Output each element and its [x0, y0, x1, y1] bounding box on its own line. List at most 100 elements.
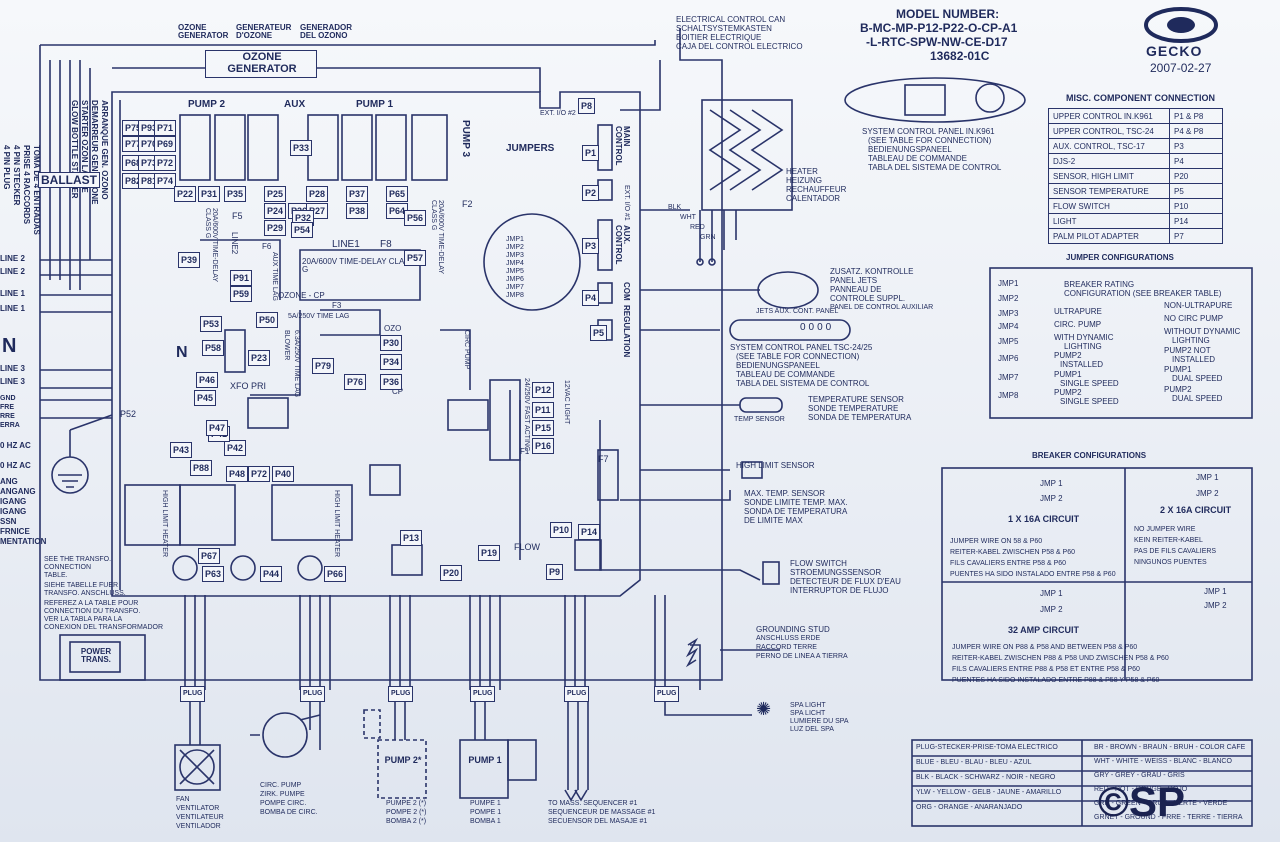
jmp8-board: JMP8 [506, 292, 524, 299]
jumper-config-text: WITH DYNAMIC [1054, 333, 1114, 342]
jumper-config-text: PUMP2 NOT [1164, 346, 1211, 355]
k961-panel-note: (SEE TABLE FOR CONNECTION) [868, 136, 992, 145]
connector-label: P44 [260, 566, 283, 582]
cp-label: CP [392, 387, 404, 396]
component-port: P10 [1169, 198, 1223, 214]
connector-label: P3 [582, 238, 600, 254]
f1-rating: 24/250V FAST ACTING [523, 378, 530, 452]
high-limit-heater-b: HIGH LIMIT HEATER [333, 490, 340, 558]
connector-label: P67 [198, 548, 221, 564]
jumper-config-text: JMP5 [998, 337, 1019, 346]
ext-io2-label: EXT. I/O #2 [540, 110, 576, 117]
fuse-pump3-rating: 20A/600V TIME-DELAY CLASS G [429, 200, 444, 274]
jumper-config-text: INSTALLED [1172, 355, 1215, 364]
transfo-note-5: REFEREZ A LA TABLE POUR [44, 600, 139, 607]
connector-label: P2 [582, 185, 600, 201]
zusatz-label: ZUSATZ. KONTROLLE [830, 267, 914, 276]
jumpers-label: JUMPERS [506, 143, 555, 154]
jumper-config-text: CONFIGURATION (SEE BREAKER TABLE) [1064, 289, 1222, 298]
heater-label-es: CALENTADOR [786, 194, 841, 203]
connector-label: P22 [174, 186, 197, 202]
connector-label: P57 [404, 250, 427, 266]
connector-label: P20 [440, 565, 463, 581]
connector-label: P76 [344, 374, 367, 390]
component-name: PALM PILOT ADAPTER [1048, 228, 1170, 244]
legend-entry: GRN - GREEN - GRUN - VERTE - VERDE [1094, 800, 1228, 807]
aux-control-label: AUX. CONTROL [613, 225, 631, 265]
f6-label: F6 [262, 242, 272, 251]
high-limit-heater-a: HIGH LIMIT HEATER [161, 490, 168, 558]
connector-label: P72 [154, 155, 177, 171]
legend-entry: BLUE - BLEU - BLAU - BLEU - AZUL [916, 759, 1032, 766]
board-neutral-label: N [176, 344, 188, 361]
lang-label-b: ANGANG [0, 487, 36, 496]
breaker-config-text: REITER-KABEL ZWISCHEN P88 & P58 UND ZWIS… [952, 655, 1169, 662]
connector-label: P40 [272, 466, 295, 482]
connector-label: P24 [264, 203, 287, 219]
breaker-config-text: JMP 1 [1196, 473, 1219, 482]
connector-label: P33 [290, 140, 313, 156]
gnd-label: GND [0, 395, 16, 402]
f3-label: F3 [332, 301, 342, 310]
jumper-config-text: CIRC. PUMP [1054, 320, 1102, 329]
grounding-de: ANSCHLUSS ERDE [756, 635, 821, 642]
breaker-config-text: PAS DE FILS CAVALIERS [1134, 548, 1217, 555]
line1-board-label: LINE1 [332, 239, 360, 250]
connector-label: P42 [224, 440, 247, 456]
grounding-es: PERNO DE LINEA A TIERRA [756, 653, 848, 660]
connector-label: P48 [226, 466, 249, 482]
plug-label: PLUG [180, 686, 206, 702]
spa-light-de: SPA LICHT [790, 710, 826, 717]
jmp7-board: JMP7 [506, 284, 524, 291]
high-limit-es: SONDA DE TEMPERATURA [744, 507, 848, 516]
connector-label: P9 [546, 564, 564, 580]
component-name: SENSOR TEMPERATURE [1048, 183, 1170, 199]
connector-label: P31 [198, 186, 221, 202]
hz-label-b: 0 HZ AC [0, 461, 31, 470]
mass-sequencer-label: SECUENSOR DEL MASAJE #1 [548, 818, 648, 825]
ssn-label-a: SSN [0, 517, 17, 526]
tsc-panel-es: TABLA DEL SISTEMA DE CONTROL [736, 379, 870, 388]
com-label: COM [622, 282, 631, 301]
line2-label-b: LINE 2 [0, 267, 25, 276]
breaker-config-text: REITER-KABEL ZWISCHEN P58 & P60 [950, 549, 1075, 556]
light-12v-label: 12VAC LIGHT [563, 380, 570, 425]
ozone-generator-label: OZONE GENERATOR [227, 51, 297, 75]
jmp3-board: JMP3 [506, 252, 524, 259]
connector-label: P23 [248, 350, 271, 366]
transfo-note-3: SIEHE TABELLE FUER [44, 582, 119, 589]
f1-label: F1 [520, 447, 530, 456]
transfo-note-2: TABLE. [44, 572, 68, 579]
k961-panel-de: BEDIENUNGSPANEEL [868, 145, 952, 154]
component-port: P14 [1169, 213, 1223, 229]
breaker-config-text: JMP 2 [1040, 605, 1063, 614]
f4-rating: 6.3A/250V TIME LAG [293, 330, 300, 398]
model-number-title: MODEL NUMBER: [896, 7, 1000, 21]
heater-label-fr: RECHAUFFEUR [786, 185, 847, 194]
transfo-note-6: CONNECTION DU TRANSFO. [44, 608, 141, 615]
connector-label: P54 [291, 222, 314, 238]
connector-label: P39 [178, 252, 201, 268]
breaker-config-text: PUENTES HA SIDO INSTALADO ENTRE P58 & P6… [950, 571, 1116, 578]
breaker-config-text: KEIN REITER-KABEL [1134, 537, 1203, 544]
jumper-config-text: JMP3 [998, 309, 1019, 318]
connector-label: P43 [170, 442, 193, 458]
temp-sensor-fr: SONDE TEMPERATURE [808, 404, 899, 413]
ozo-label: OZO [384, 324, 402, 333]
temp-sensor-en: TEMPERATURE SENSOR [808, 395, 904, 404]
hz-label-a: 0 HZ AC [0, 441, 31, 450]
connector-label: P66 [324, 566, 347, 582]
connector-label: P74 [154, 173, 177, 189]
connector-label: P63 [202, 566, 225, 582]
flow-switch-fr: DETECTEUR DE FLUX D'EAU [790, 577, 901, 586]
jumper-config-text: PUMP2 [1054, 351, 1082, 360]
mass-sequencer-label: SEQUENCEUR DE MASSAGE #1 [548, 809, 656, 816]
connector-label: P5 [590, 325, 608, 341]
plug-label-fr: PRISE 4 RACCORDS [22, 145, 31, 225]
pump1-text: BOMBA 1 [470, 818, 501, 825]
transfo-note: SEE THE TRANSFO. [44, 556, 112, 563]
mass-sequencer-label: TO MASS. SEQUENCER #1 [548, 800, 638, 807]
